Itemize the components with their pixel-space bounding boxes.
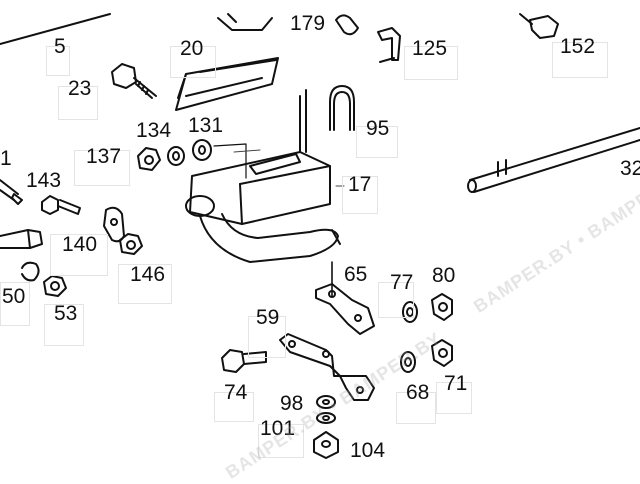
label-box xyxy=(118,264,172,304)
part-17-muffler xyxy=(185,89,341,263)
callout-1: 1 xyxy=(0,147,12,170)
callout-59: 59 xyxy=(256,306,280,329)
label-box xyxy=(258,424,304,458)
callout-80: 80 xyxy=(432,264,456,287)
rod-top-left xyxy=(0,13,111,45)
label-box xyxy=(74,150,130,186)
label-box xyxy=(436,382,472,414)
callout-68: 68 xyxy=(406,381,430,404)
label-box xyxy=(214,392,254,422)
part-71-nut xyxy=(431,339,453,367)
label-box xyxy=(248,316,286,358)
callout-17: 17 xyxy=(348,173,372,196)
callout-71: 71 xyxy=(444,372,468,395)
callout-152: 152 xyxy=(560,35,596,58)
part-80-nut xyxy=(431,293,453,321)
label-box xyxy=(342,176,378,214)
callout-134: 134 xyxy=(136,119,172,142)
part-98-washer xyxy=(316,395,336,409)
callout-137: 137 xyxy=(86,145,122,168)
label-box xyxy=(46,46,70,76)
callout-77: 77 xyxy=(390,271,414,294)
callout-101: 101 xyxy=(260,417,296,440)
part-32-rod xyxy=(467,127,640,193)
callout-143: 143 xyxy=(26,169,62,192)
callout-146: 146 xyxy=(130,263,166,286)
part-top-bracket xyxy=(217,13,273,31)
part-179-clip xyxy=(335,14,359,36)
label-box xyxy=(44,304,84,346)
part-152-bolt xyxy=(519,13,559,39)
callout-20: 20 xyxy=(180,37,204,60)
part-53-nut xyxy=(43,275,67,297)
callout-23: 23 xyxy=(68,77,92,100)
label-box xyxy=(356,126,398,158)
callout-32: 32 xyxy=(620,157,640,180)
label-box xyxy=(404,46,458,80)
label-box xyxy=(552,42,608,78)
part-125-bracket xyxy=(377,27,401,63)
callout-125: 125 xyxy=(412,37,448,60)
part-59-bracket xyxy=(279,333,375,401)
part-146-nut xyxy=(119,233,143,255)
part-68-washer xyxy=(400,351,416,373)
callout-104: 104 xyxy=(350,439,386,462)
label-box xyxy=(0,282,30,326)
callout-179: 179 xyxy=(290,12,326,35)
part-101-washer xyxy=(316,412,336,424)
callout-65: 65 xyxy=(344,263,368,286)
callout-74: 74 xyxy=(224,381,248,404)
part-95-u-bolt xyxy=(329,85,355,131)
part-23-bolt xyxy=(111,63,157,99)
part-left-bolt xyxy=(0,229,43,249)
callout-131: 131 xyxy=(188,114,224,137)
callout-140: 140 xyxy=(62,233,98,256)
part-143-bolt xyxy=(41,195,81,215)
parts-134-131-137-hardware xyxy=(137,139,247,179)
callout-98: 98 xyxy=(280,392,304,415)
callout-5: 5 xyxy=(54,35,66,58)
callout-95: 95 xyxy=(366,117,390,140)
label-box xyxy=(396,392,436,424)
part-50-washer xyxy=(21,261,40,282)
part-1-rod xyxy=(0,179,23,205)
callout-50: 50 xyxy=(2,285,26,308)
callout-53: 53 xyxy=(54,302,78,325)
part-104-nut xyxy=(313,431,339,459)
part-65-bracket xyxy=(315,261,375,335)
label-box xyxy=(58,86,98,120)
part-20-heat-shield xyxy=(175,57,279,111)
label-box xyxy=(170,46,216,78)
label-box xyxy=(50,234,108,276)
label-box xyxy=(378,282,414,318)
